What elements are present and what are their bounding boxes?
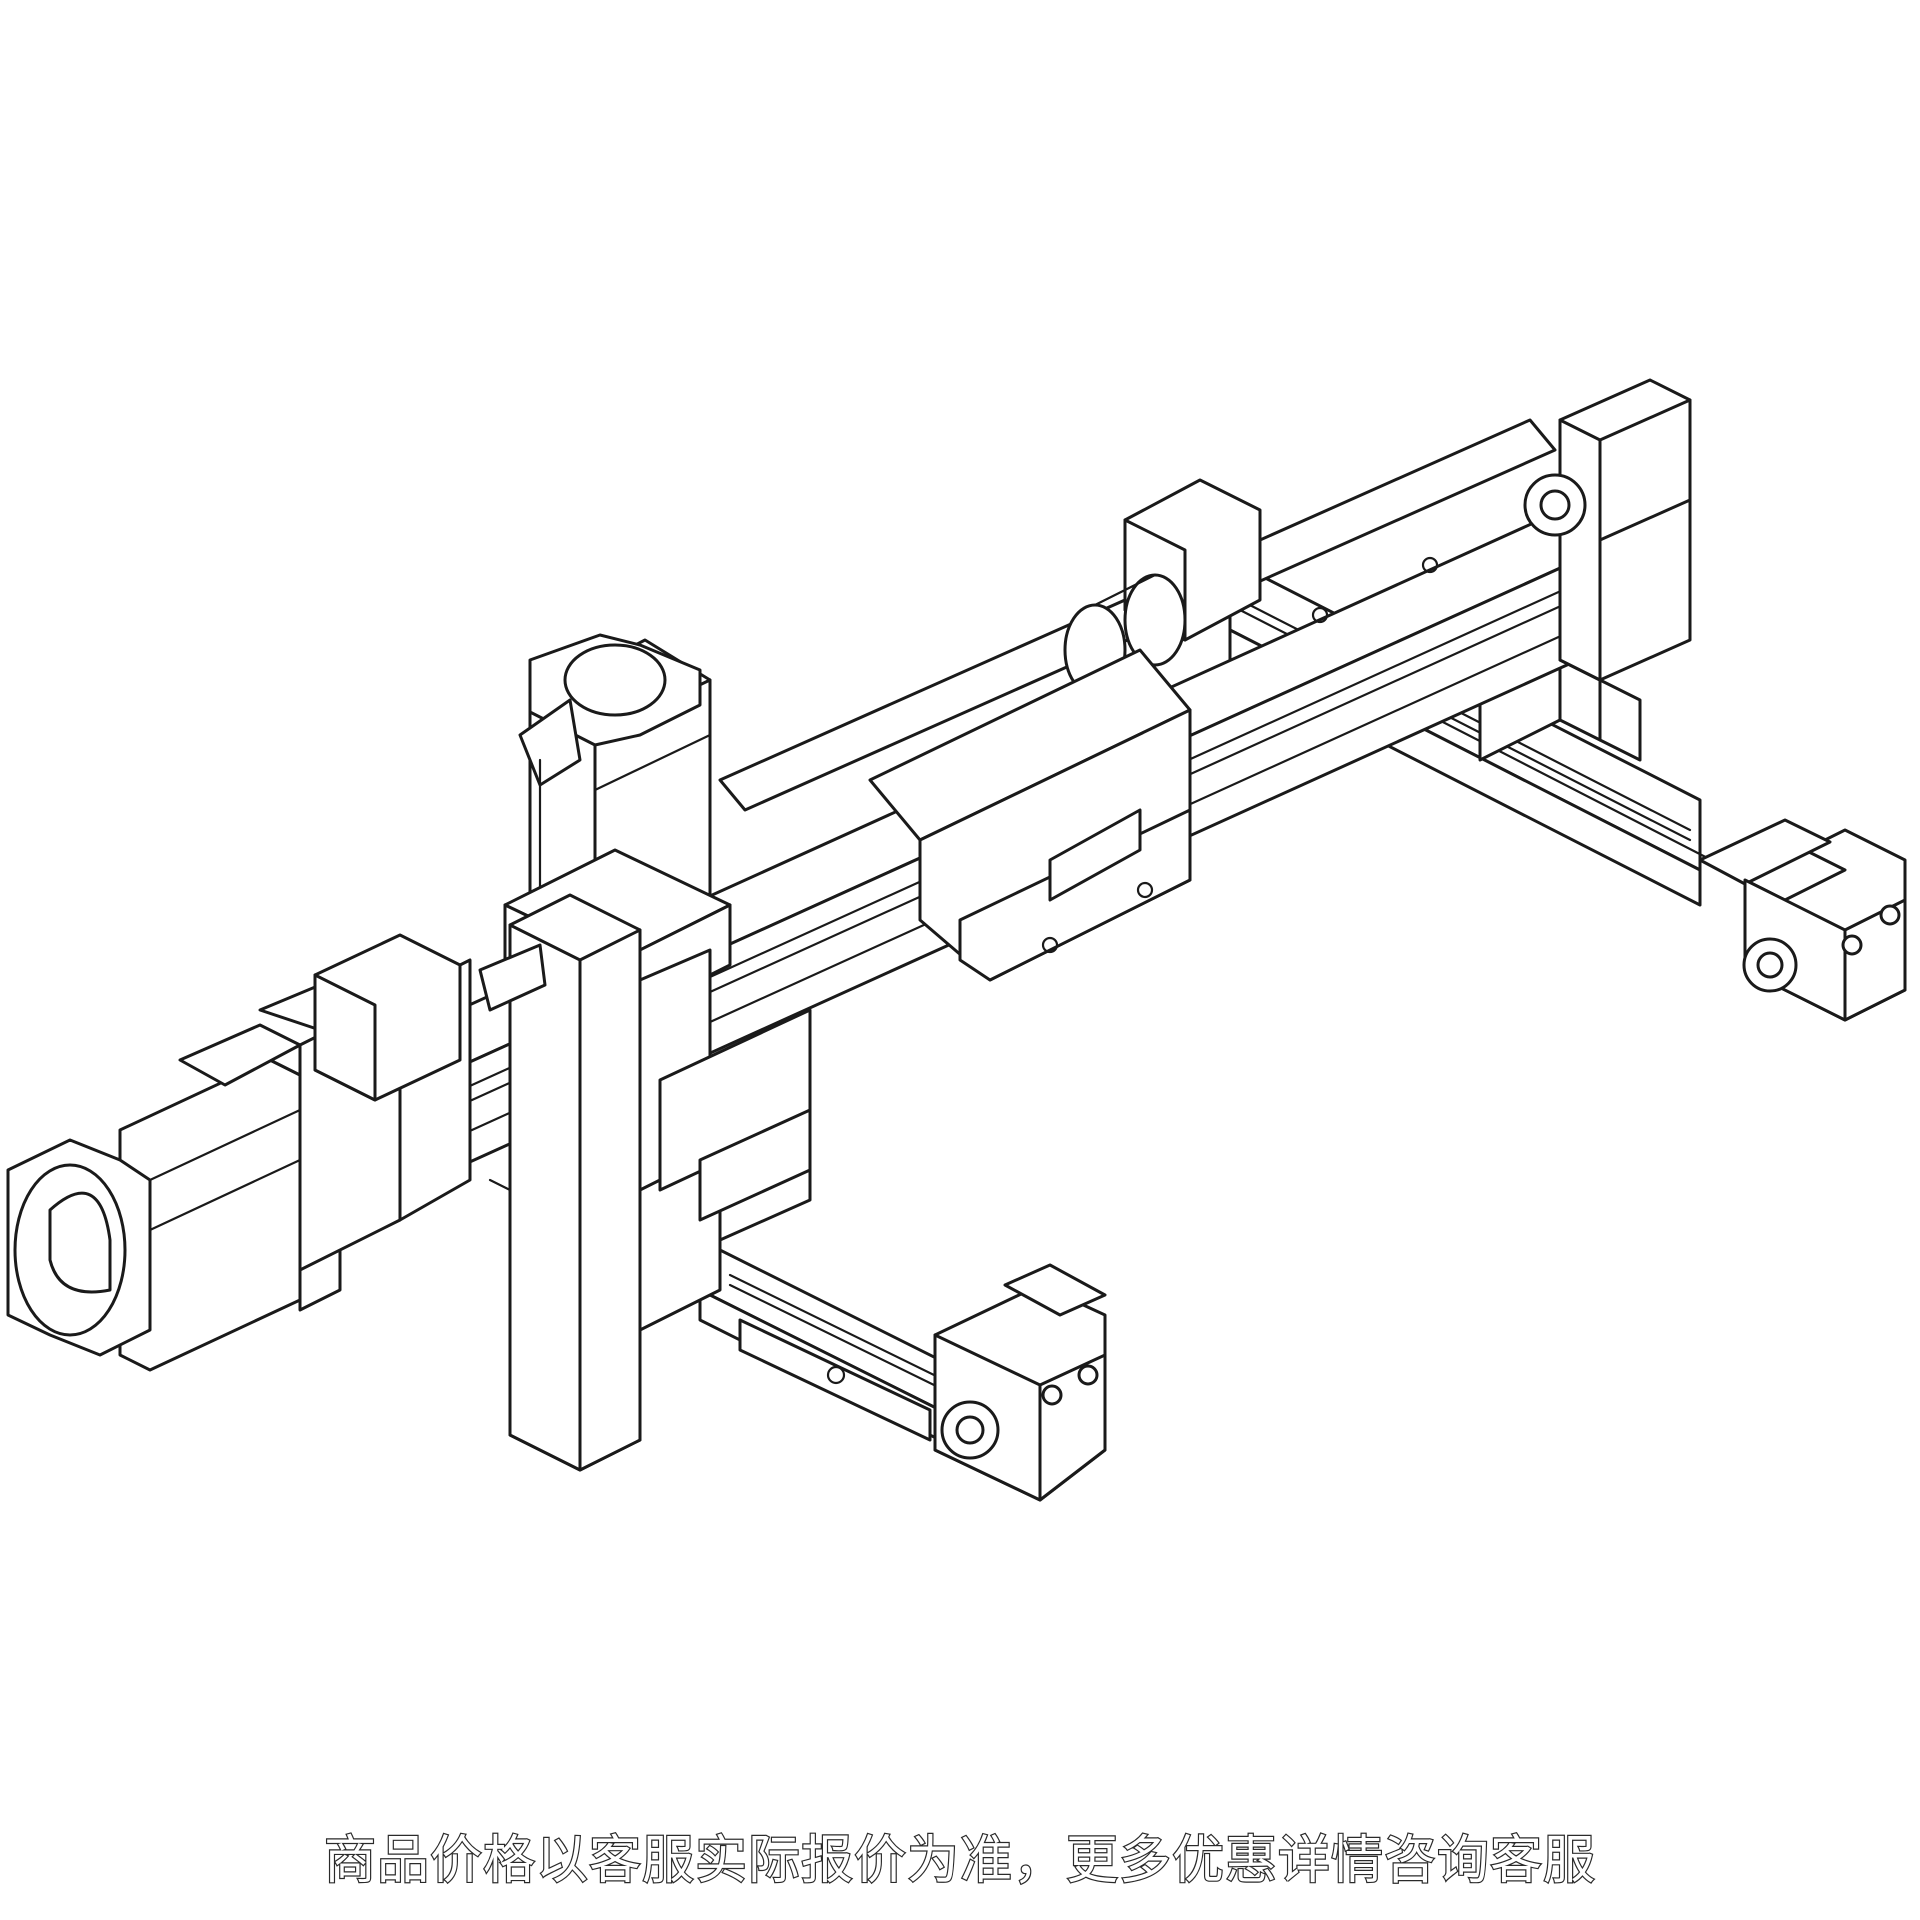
z-axis-column [488, 893, 722, 1472]
front-end-block [933, 1263, 1107, 1502]
rear-coupling-assembly [1063, 478, 1262, 697]
rear-right-end-block [1698, 818, 1907, 1022]
x-axis-servo-motor [6, 1043, 342, 1372]
x-axis-motor-mount-block [313, 933, 547, 1102]
x-axis-rear-end-block [1523, 378, 1692, 682]
price-disclaimer-caption: 商品价格以客服实际报价为准，更多优惠详情咨询客服 [323, 1830, 1596, 1892]
z-axis-carriage-plate [658, 1008, 812, 1222]
x-axis-carriage [868, 648, 1192, 982]
